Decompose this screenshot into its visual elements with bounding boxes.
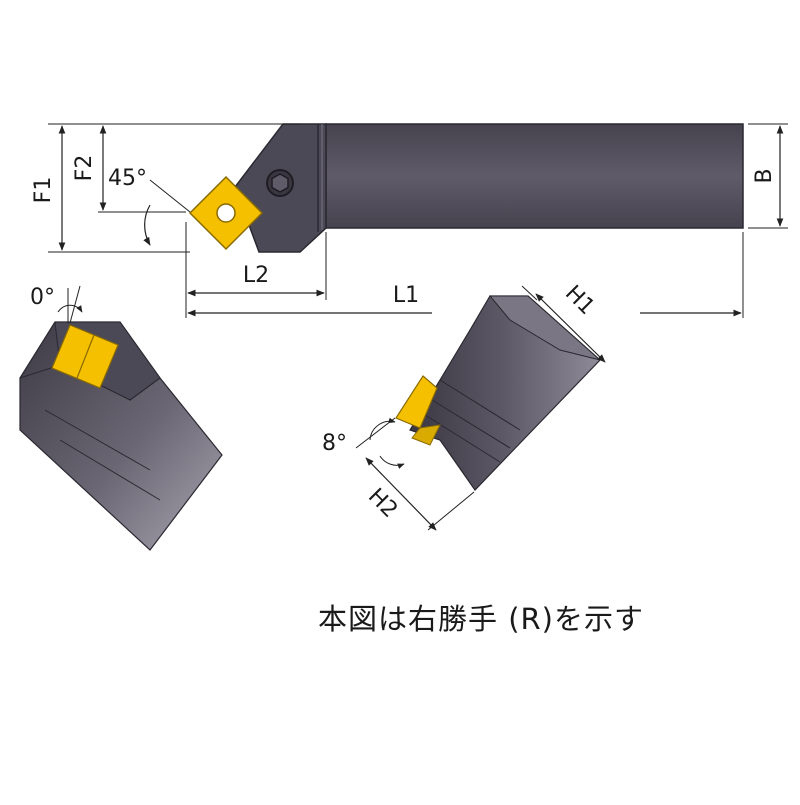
side-insert-right bbox=[395, 375, 441, 446]
shank bbox=[325, 123, 744, 229]
side-insert-left bbox=[51, 324, 119, 389]
angle-45-arc bbox=[143, 204, 151, 246]
square-insert-icon bbox=[188, 175, 264, 251]
angle-8-label: 8° bbox=[322, 431, 347, 456]
h2-dim-line bbox=[365, 457, 437, 531]
h1-label: H1 bbox=[560, 281, 599, 320]
left-side-view: 0° bbox=[19, 285, 223, 551]
b-label: B bbox=[752, 168, 777, 183]
f2-label: F2 bbox=[72, 155, 97, 182]
h1-dim-line bbox=[535, 293, 606, 363]
caption-right-hand: 本図は右勝手 (R)を示す bbox=[318, 602, 644, 636]
angle-45-label: 45° bbox=[108, 166, 147, 191]
angle-0-label: 0° bbox=[30, 285, 55, 310]
l1-label: L1 bbox=[393, 283, 419, 308]
right-side-view: H1 H2 8° bbox=[322, 281, 606, 531]
side-body-right bbox=[409, 295, 601, 491]
f1-label: F1 bbox=[31, 177, 56, 204]
top-view: F1 F2 45° L2 L1 B bbox=[31, 123, 788, 318]
l2-label: L2 bbox=[243, 263, 269, 288]
hex-socket-screw-icon bbox=[266, 169, 294, 197]
